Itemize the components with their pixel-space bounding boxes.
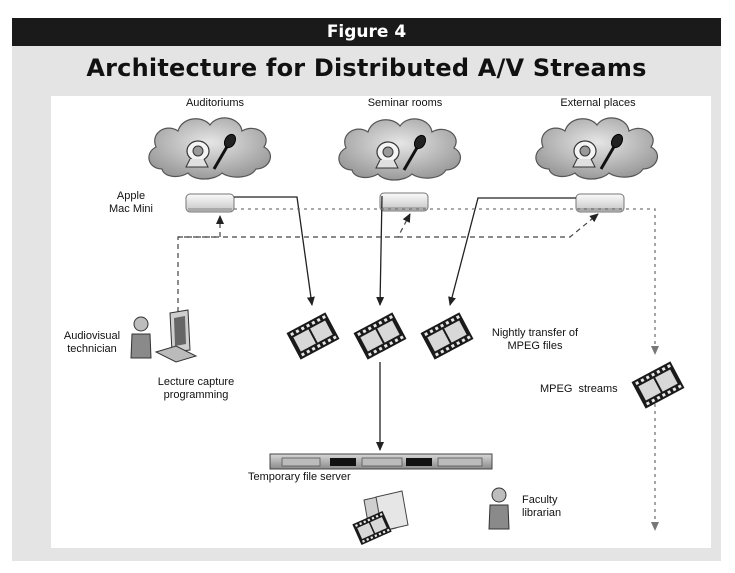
mac-mini-label-line1: Apple — [116, 190, 146, 202]
auditorium-transfer-arrow — [234, 196, 315, 306]
auditoriums-label: Auditoriums — [185, 97, 245, 109]
transfer-label-line2: MPEG files — [507, 340, 563, 352]
librarian-label: Faculty librarian — [522, 494, 582, 520]
file-server-icon — [269, 453, 493, 470]
librarian-person-icon — [488, 487, 510, 530]
technician-label-line1: Audiovisual — [63, 330, 121, 342]
technician-label-line2: technician — [67, 343, 117, 355]
control-to-auditorium-arrow — [177, 215, 224, 312]
server-label: Temporary file server — [248, 471, 351, 483]
mpeg-file-icon — [353, 312, 407, 360]
figure-banner: Figure 4 — [12, 18, 721, 46]
mpeg-streams-label: MPEG streams — [540, 383, 618, 395]
external-av-cloud-icon — [534, 116, 659, 181]
seminar-rooms-label: Seminar rooms — [367, 97, 443, 109]
transfer-label: Nightly transfer of MPEG files — [480, 327, 590, 353]
external-transfer-arrow — [448, 197, 576, 306]
technician-label: Audiovisual technician — [52, 330, 132, 356]
transfer-label-line1: Nightly transfer of — [491, 327, 579, 339]
control-to-external-arrow — [398, 213, 599, 238]
auditorium-mac-mini-icon — [185, 193, 235, 213]
capture-label-line2: programming — [163, 389, 229, 401]
capture-label-line1: Lecture capture — [157, 376, 235, 388]
technician-person-icon — [130, 316, 152, 359]
mac-mini-label: Apple Mac Mini — [96, 190, 166, 216]
seminar-transfer-arrow — [376, 195, 385, 306]
librarian-label-line1: Faculty — [522, 494, 558, 506]
mpeg-stream-icon — [631, 361, 685, 409]
librarian-label-line2: librarian — [522, 507, 562, 519]
figure-title: Architecture for Distributed A/V Streams — [86, 54, 647, 82]
external-places-label: External places — [560, 97, 636, 109]
auditorium-av-cloud-icon — [147, 116, 272, 181]
capture-label: Lecture capture programming — [148, 376, 244, 402]
seminar-mac-mini-icon — [379, 192, 429, 212]
seminar-av-cloud-icon — [337, 117, 462, 182]
mac-mini-label-line2: Mac Mini — [108, 203, 153, 215]
control-to-seminar-arrow — [178, 213, 411, 238]
computer-icon — [154, 309, 198, 363]
mpeg-stream-line — [234, 208, 659, 355]
mpeg-file-icon — [420, 312, 474, 360]
mpeg-file-icon — [286, 312, 340, 360]
